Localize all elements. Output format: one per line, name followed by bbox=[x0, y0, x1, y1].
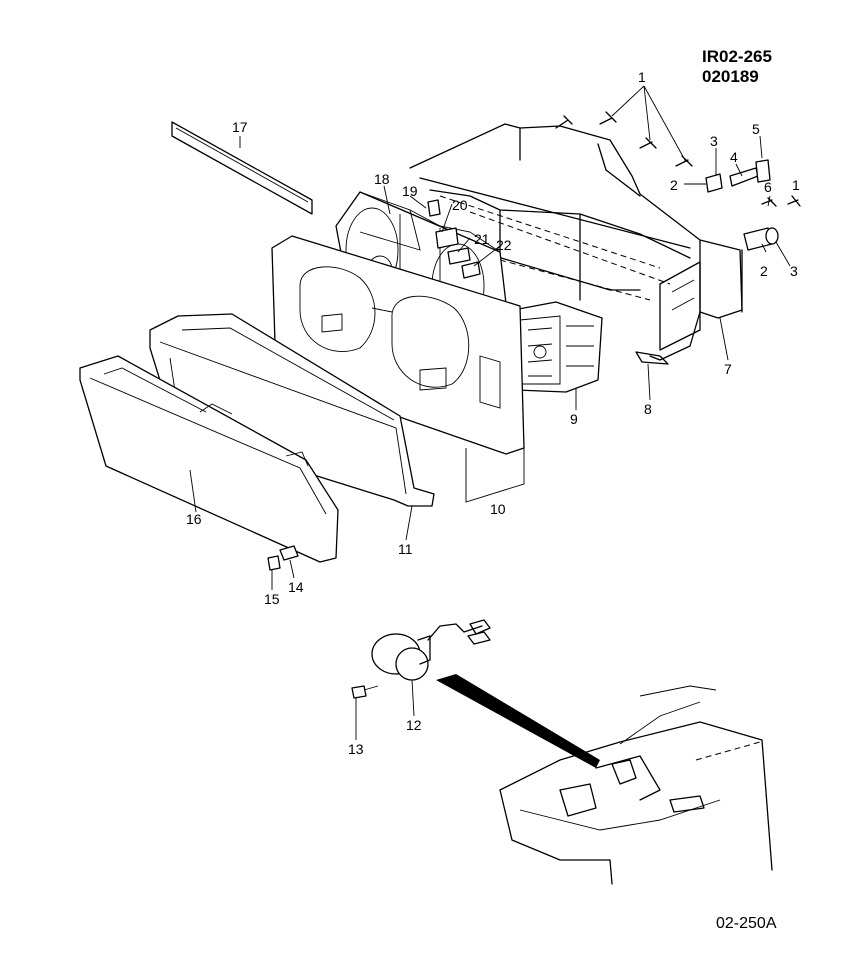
callout-2: 2 bbox=[670, 177, 678, 193]
part-17-strip bbox=[171, 121, 313, 215]
callout-2b: 2 bbox=[760, 263, 768, 279]
callout-12: 12 bbox=[406, 717, 422, 733]
part-16-lens-cover bbox=[79, 355, 339, 563]
callout-15: 15 bbox=[264, 591, 280, 607]
callout-1b: 1 bbox=[792, 177, 800, 193]
part-8-bracket bbox=[635, 351, 669, 365]
callout-4: 4 bbox=[730, 149, 738, 165]
callout-3: 3 bbox=[710, 133, 718, 149]
callout-11: 11 bbox=[398, 541, 413, 557]
parts-2-6-sockets-and-bulbs bbox=[705, 159, 779, 251]
part-11-bezel bbox=[149, 313, 435, 507]
callout-leaders bbox=[189, 135, 791, 740]
figure-id: 02-250A bbox=[716, 915, 777, 932]
callout-19: 19 bbox=[402, 183, 418, 199]
vehicle-console-location-view bbox=[499, 685, 773, 885]
callout-3b: 3 bbox=[790, 263, 798, 279]
callout-17: 17 bbox=[232, 119, 248, 135]
callout-10: 10 bbox=[490, 501, 506, 517]
callout-9: 9 bbox=[570, 411, 578, 427]
callout-16: 16 bbox=[186, 511, 202, 527]
part-10-bracket-line bbox=[465, 446, 525, 503]
parts-14-15-bulb-and-socket bbox=[267, 545, 299, 571]
parts-19-22-small-components bbox=[427, 199, 481, 279]
part-12-speed-sensor bbox=[371, 619, 491, 681]
callout-18: 18 bbox=[374, 171, 390, 187]
callout-8: 8 bbox=[644, 401, 652, 417]
part-13-screw bbox=[351, 685, 379, 699]
callout-6: 6 bbox=[764, 179, 772, 195]
callout-22: 22 bbox=[496, 237, 512, 253]
callout-13: 13 bbox=[348, 741, 364, 757]
part-1-screws bbox=[555, 85, 801, 207]
reference-date: 020189 bbox=[702, 67, 759, 86]
callout-14: 14 bbox=[288, 579, 304, 595]
part-7-rear-case bbox=[409, 123, 743, 361]
location-indicator-wedge bbox=[436, 674, 600, 768]
reference-code: IR02-265 bbox=[702, 47, 772, 66]
callout-5: 5 bbox=[752, 121, 760, 137]
callout-1: 1 bbox=[638, 69, 646, 85]
callout-21: 21 bbox=[474, 231, 490, 247]
callout-20: 20 bbox=[452, 197, 468, 213]
callout-7: 7 bbox=[724, 361, 732, 377]
